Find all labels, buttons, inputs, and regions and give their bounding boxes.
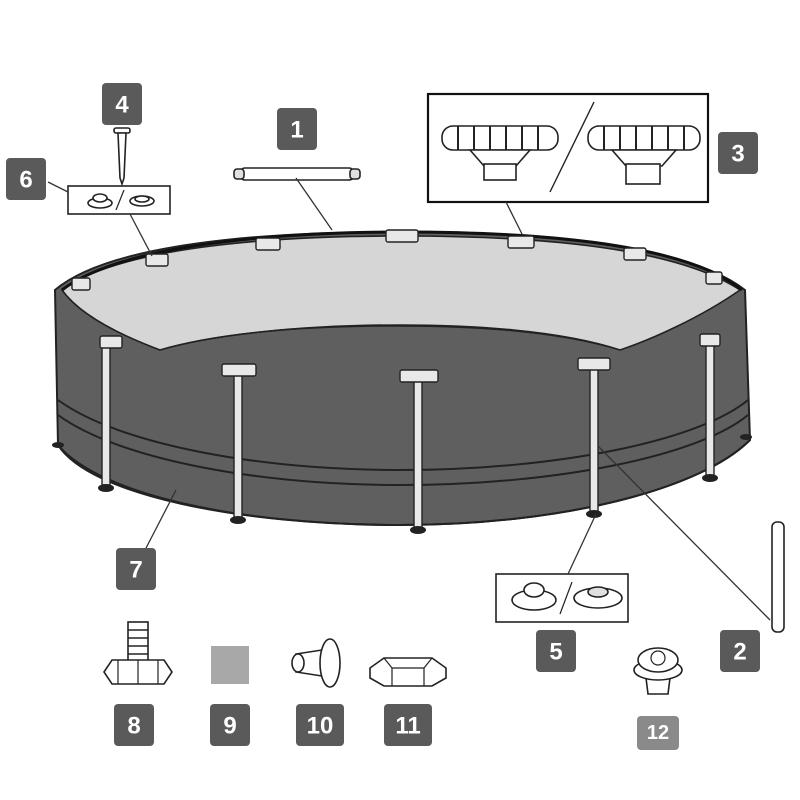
leg bbox=[577, 357, 611, 518]
badge-11-label: 11 bbox=[395, 713, 420, 740]
part-2-vertical-leg bbox=[771, 521, 785, 633]
part-6-caps bbox=[67, 185, 171, 215]
part-5-leg-feet bbox=[495, 573, 629, 623]
leader-5 bbox=[567, 513, 597, 575]
pool-bottom-edge bbox=[57, 439, 751, 527]
leader-6-box bbox=[47, 181, 69, 193]
pool-legs bbox=[52, 333, 752, 534]
leg-foot bbox=[740, 434, 752, 440]
part-11-nut bbox=[369, 657, 447, 687]
badge-10-label: 10 bbox=[307, 713, 334, 740]
rail-connectors bbox=[71, 229, 723, 291]
badge-12-label: 12 bbox=[647, 722, 669, 744]
pool-belt-lower bbox=[57, 414, 749, 487]
badge-5-label: 5 bbox=[549, 639, 562, 666]
badge-8-label: 8 bbox=[127, 713, 140, 740]
part-12-strainer bbox=[633, 647, 683, 695]
part-8-drain-valve bbox=[103, 621, 173, 685]
badge-3: 3 bbox=[718, 132, 758, 174]
badge-5: 5 bbox=[536, 630, 576, 672]
badge-9: 9 bbox=[210, 704, 250, 746]
part-10-strainer-connector bbox=[291, 638, 341, 688]
badge-6: 6 bbox=[6, 158, 46, 200]
badge-4: 4 bbox=[102, 83, 142, 125]
badge-1-label: 1 bbox=[290, 117, 303, 144]
t-connector-open bbox=[441, 125, 559, 181]
badge-9-label: 9 bbox=[223, 713, 236, 740]
leg bbox=[221, 363, 257, 524]
badge-6-label: 6 bbox=[19, 167, 32, 194]
pool-belt-upper bbox=[57, 399, 749, 472]
leader-6 bbox=[129, 213, 153, 257]
badge-7-label: 7 bbox=[129, 557, 142, 584]
leader-7 bbox=[143, 489, 177, 553]
badge-7: 7 bbox=[116, 548, 156, 590]
leg bbox=[699, 333, 721, 482]
badge-2: 2 bbox=[720, 630, 760, 672]
part-9-repair-patch bbox=[211, 646, 249, 684]
leader-2 bbox=[597, 445, 771, 621]
leg bbox=[399, 369, 439, 534]
leader-3 bbox=[505, 201, 523, 235]
part-3-t-connectors bbox=[426, 92, 710, 204]
leg-foot bbox=[52, 442, 64, 448]
badge-12: 12 bbox=[637, 716, 679, 750]
leader-1 bbox=[295, 177, 333, 231]
part-1-top-rail bbox=[233, 167, 361, 181]
badge-2-label: 2 bbox=[733, 639, 746, 666]
badge-11: 11 bbox=[384, 704, 432, 746]
badge-1: 1 bbox=[277, 108, 317, 150]
badge-10: 10 bbox=[296, 704, 344, 746]
leg bbox=[98, 335, 123, 492]
part-4-pin bbox=[113, 127, 131, 187]
badge-4-label: 4 bbox=[115, 92, 129, 119]
pool-far-edge bbox=[159, 325, 621, 351]
badge-3-label: 3 bbox=[731, 141, 744, 168]
badge-8: 8 bbox=[114, 704, 154, 746]
t-connector-closed bbox=[587, 125, 701, 185]
